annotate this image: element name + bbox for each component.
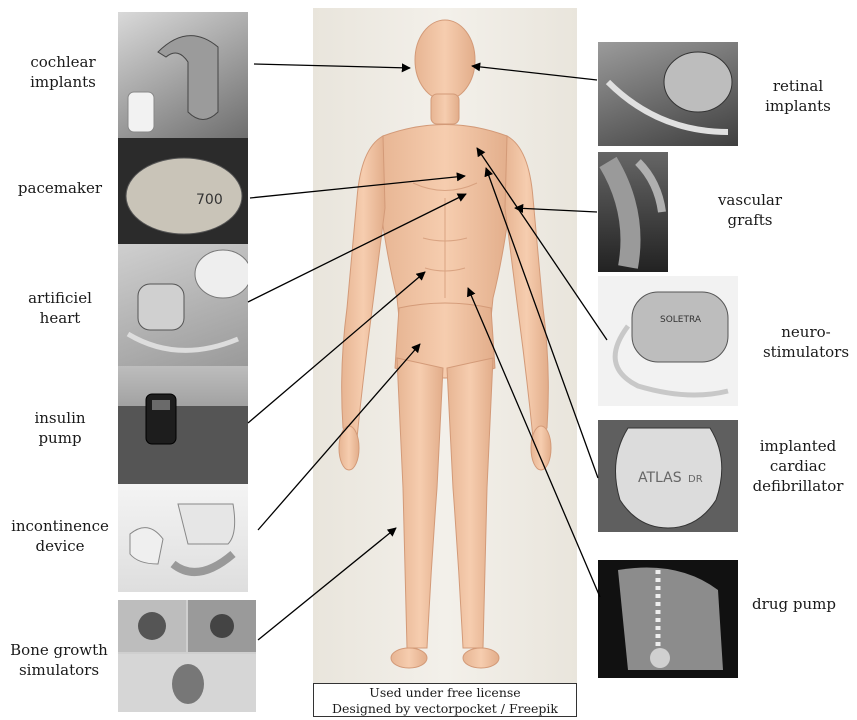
image-credit: Used under free license Designed by vect…: [313, 683, 577, 717]
pacemaker-device-icon: 700: [118, 138, 248, 244]
label-neurostimulators: neuro- stimulators: [758, 322, 854, 362]
defibrillator-brand-text: ATLAS: [638, 470, 682, 486]
drug-pump-icon: [598, 560, 738, 678]
bone-growth-stimulator-icon: [118, 600, 256, 712]
label-artificial-heart: artificiel heart: [20, 288, 100, 328]
incontinence-device-photo: [118, 484, 248, 592]
human-figure-illustration: [313, 8, 577, 688]
label-incontinence-device: incontinence device: [4, 516, 116, 556]
label-implanted-cardiac-defibrillator: implanted cardiac defibrillator: [740, 436, 856, 496]
label-insulin-pump: insulin pump: [20, 408, 100, 448]
incontinence-device-icon: [118, 484, 248, 592]
vascular-graft-icon: [598, 152, 668, 272]
implanted-defibrillator-photo: ATLAS DR: [598, 420, 738, 532]
pacemaker-model-text: 700: [196, 192, 223, 208]
label-pacemaker: pacemaker: [10, 178, 110, 198]
cochlear-implant-photo: [118, 12, 248, 138]
defibrillator-model-text: DR: [688, 474, 703, 485]
label-retinal-implants: retinal implants: [748, 76, 848, 116]
retinal-implant-photo: [598, 42, 738, 146]
insulin-pump-icon: [118, 366, 248, 484]
label-cochlear-implants: cochlear implants: [18, 52, 108, 92]
neurostimulator-icon: SOLETRA: [598, 276, 738, 406]
bone-growth-stimulators-photo: [118, 600, 256, 712]
neurostimulator-brand-text: SOLETRA: [660, 315, 702, 325]
label-vascular-grafts: vascular grafts: [700, 190, 800, 230]
artificial-heart-photo: [118, 244, 248, 366]
retinal-implant-icon: [598, 42, 738, 146]
artificial-heart-icon: [118, 244, 248, 366]
human-figure-panel: [313, 8, 577, 688]
drug-pump-photo: [598, 560, 738, 678]
defibrillator-device-icon: ATLAS DR: [598, 420, 738, 532]
label-drug-pump: drug pump: [744, 594, 844, 614]
label-bone-growth-simulators: Bone growth simulators: [4, 640, 114, 680]
pacemaker-photo: 700: [118, 138, 248, 244]
vascular-graft-photo: [598, 152, 668, 272]
cochlear-implant-icon: [118, 12, 248, 138]
neurostimulator-photo: SOLETRA: [598, 276, 738, 406]
insulin-pump-photo: [118, 366, 248, 484]
